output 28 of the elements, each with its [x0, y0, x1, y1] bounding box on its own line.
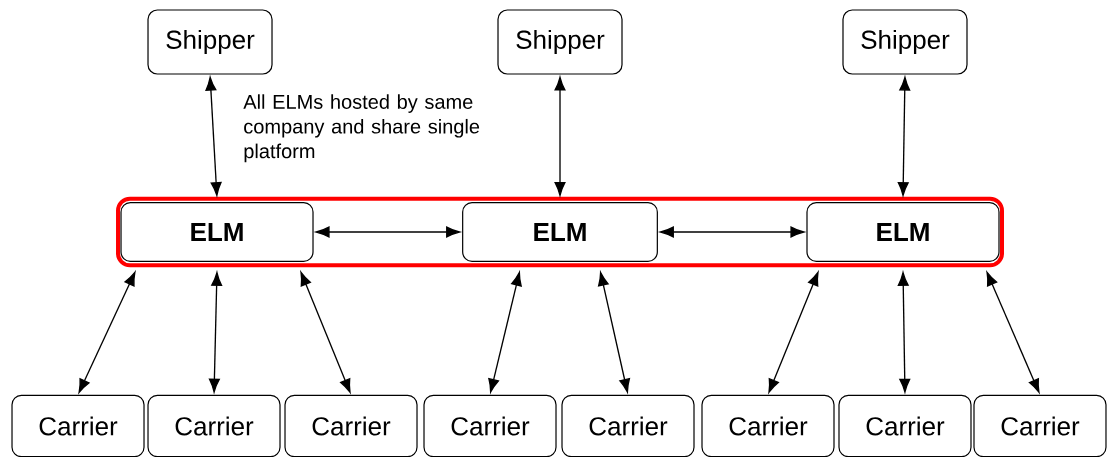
shipper-box: Shipper	[842, 9, 968, 75]
arrow	[205, 76, 222, 196]
carrier-box: Carrier	[11, 394, 145, 457]
carrier-box: Carrier	[423, 394, 557, 457]
arrow	[768, 271, 819, 393]
arrow	[78, 271, 136, 393]
carrier-box: Carrier	[973, 394, 1107, 457]
arrow	[897, 76, 911, 196]
arrow	[300, 271, 351, 393]
note-text: All ELMs hosted by same company and share single platform	[243, 94, 480, 163]
elm-box: ELM	[120, 202, 314, 262]
elm-box: ELM	[806, 202, 1000, 262]
arrow	[208, 272, 223, 393]
carrier-box: Carrier	[561, 394, 695, 457]
arrow	[897, 272, 911, 393]
arrow	[986, 271, 1040, 393]
shipper-box: Shipper	[147, 9, 273, 75]
arrow	[488, 271, 522, 393]
arrow	[660, 226, 805, 238]
arrow	[554, 76, 566, 196]
arrow	[597, 271, 631, 393]
carrier-box: Carrier	[147, 394, 281, 457]
carrier-box: Carrier	[701, 394, 835, 457]
shipper-box: Shipper	[497, 9, 623, 75]
elm-box: ELM	[462, 202, 658, 262]
carrier-box: Carrier	[838, 394, 972, 457]
carrier-box: Carrier	[284, 394, 418, 457]
arrow	[315, 226, 460, 238]
